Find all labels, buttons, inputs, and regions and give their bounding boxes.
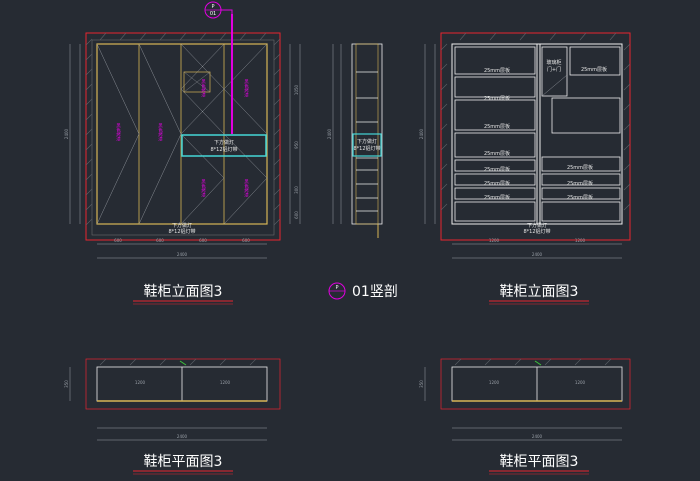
dim-bottom-3: 600 [199,238,207,243]
section-dim: 2400 [327,128,332,139]
dim-right-2: 950 [294,141,299,149]
plan-wall-left [85,358,281,410]
section-view: 2400 下方做灯 8*12铝灯带 P 01竖剖 [327,43,398,300]
shelf-label-3: 25mm层板 [484,123,510,130]
section-note-2: 8*12铝灯带 [353,145,380,152]
door-label-2: 黑色烤漆 [158,123,163,143]
door-label-1: 黑色烤漆 [116,123,121,143]
left-dims [69,44,301,259]
title-section: 01竖剖 [352,284,398,300]
door-label-6: 黑色烤漆 [244,179,249,199]
middle-note-2: 8*12铝灯带 [210,146,237,153]
plan-right-cell-2: 1200 [575,380,586,385]
right-elevation: 25mm层板 25mm层板 25mm层板 25mm层板 25mm层板 25mm层… [419,32,631,305]
right-dim-2: 1200 [575,238,586,243]
glass-note-2: 门+门 [547,66,561,73]
shelf-label-6: 25mm层板 [484,180,510,187]
plan-right-total: 2400 [532,434,543,439]
shelf-label-9: 25mm层板 [567,164,593,171]
shelf-label-8: 25mm层板 [581,66,607,73]
niche-box [183,71,211,93]
shelf-label-11: 25mm层板 [567,194,593,201]
door-label-3: 黑色烤漆 [201,79,206,99]
door-swing-lines [96,43,268,225]
section-marker-number: 01 [210,11,216,17]
title-elevation-right: 鞋柜立面图3 [500,284,579,300]
title-elevation-left: 鞋柜立面图3 [144,284,223,300]
right-column-shelves [541,46,621,222]
plan-left-cell-1: 1200 [135,380,146,385]
right-plan: 1200 1200 2400 350 鞋柜平面图3 [419,358,631,475]
dim-left-height: 2400 [64,128,69,139]
right-bottom-note-2: 8*12铝灯带 [523,228,550,235]
section-title-letter: P [335,285,338,291]
bottom-note-2: 8*12铝灯带 [168,228,195,235]
dim-total: 2400 [177,252,188,257]
open-shelf [181,134,267,157]
right-bottom-note-1: 下方做灯 [527,222,547,229]
shelf-label-4: 25mm层板 [484,150,510,157]
glass-note-1: 玻璃柜 [546,59,561,66]
shelf-label-10: 25mm层板 [567,180,593,187]
door-label-5: 黑色烤漆 [201,179,206,199]
wall-frame [85,32,281,241]
bottom-note-1: 下方做灯 [172,222,192,229]
door-label-4: 黑色烤漆 [244,79,249,99]
shelf-label-5: 25mm层板 [484,166,510,173]
wall-hatch [85,32,281,226]
middle-note-1: 下方做灯 [214,139,234,146]
shelf-label-2: 25mm层板 [484,95,510,102]
right-dim-height: 2400 [419,128,424,139]
section-marker-letter: P [211,4,214,10]
plan-left-total: 2400 [177,434,188,439]
left-plan: 1200 1200 2400 350 鞋柜平面图3 [64,358,281,475]
plan-right-depth: 350 [419,380,424,388]
wall-frame-right [440,32,631,241]
dim-right-3: 300 [294,186,299,194]
wall-inner [91,39,275,236]
plan-right-cell-1: 1200 [489,380,500,385]
shelf-label-1: 25mm层板 [484,67,510,74]
title-plan-left: 鞋柜平面图3 [144,454,223,470]
right-dim-1: 1200 [489,238,500,243]
dim-right-1: 1050 [294,84,299,95]
title-plan-right: 鞋柜平面图3 [500,454,579,470]
left-column-shelves [454,46,536,222]
section-open-shelf [352,133,382,157]
section-note-1: 下方做灯 [357,138,377,145]
dim-right-4: 600 [294,211,299,219]
left-elevation: 下方做灯 8*12铝灯带 黑色烤漆 黑色烤漆 黑色烤漆 黑色烤漆 黑色烤漆 黑色… [64,1,301,305]
dim-bottom-1: 600 [114,238,122,243]
shelf-label-7: 25mm层板 [484,194,510,201]
dim-bottom-4: 600 [242,238,250,243]
plan-left-depth: 350 [64,380,69,388]
plan-wall-right [440,358,631,410]
plan-left-cell-2: 1200 [220,380,231,385]
right-dim-total: 2400 [532,252,543,257]
dim-bottom-2: 600 [156,238,164,243]
